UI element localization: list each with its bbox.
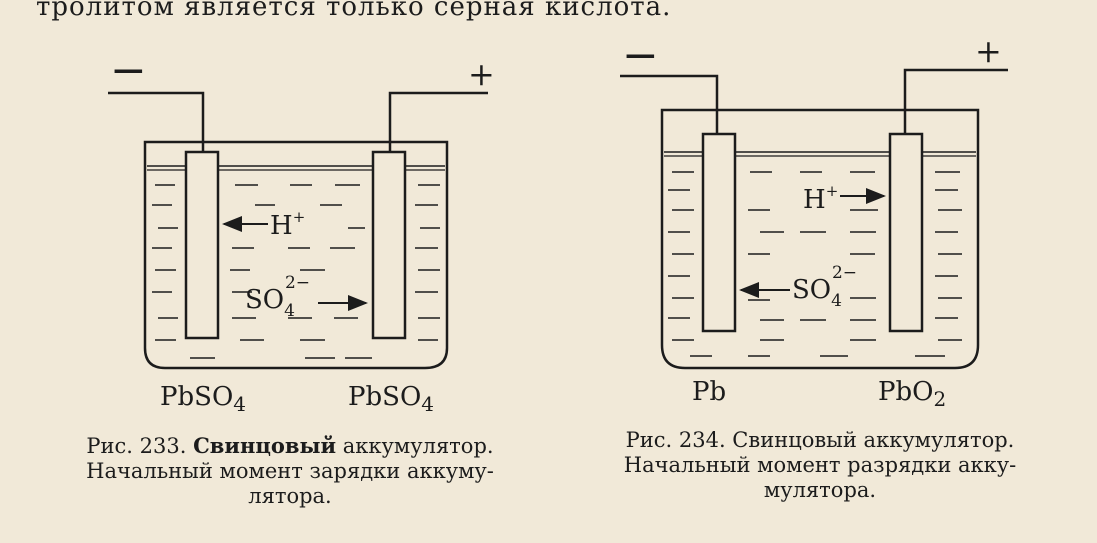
fig2-left-electrode (701, 132, 737, 333)
fig1-plus-sign: + (468, 55, 495, 93)
fig1-caption-prefix: Рис. 233. (86, 434, 187, 458)
fig2-right-electrode-label: PbO2 (878, 377, 946, 411)
fig2-negative-wire (620, 74, 719, 137)
fig2-positive-wire (903, 68, 1008, 137)
fig2-caption-line-2: Начальный момент разрядки акку- (623, 453, 1017, 477)
figure-233-diagram: − + (108, 45, 495, 416)
fig1-negative-wire (108, 91, 205, 155)
fig2-minus-sign: − (622, 30, 659, 81)
fig1-caption-bold: Свинцовый (193, 433, 337, 458)
fig1-sulfate-ion-label: SO42− (245, 273, 310, 321)
fig1-right-electrode (371, 150, 407, 340)
figure-234-diagram: − + (620, 30, 1008, 411)
fig1-caption-line-1: Рис. 233. Свинцовый аккумулятор. (40, 433, 540, 459)
fig1-caption-rest: аккумулятор. (342, 434, 494, 458)
fig2-right-electrode (888, 132, 924, 333)
fig1-caption-line-3: лятора. (248, 484, 332, 508)
figure-233-caption: Рис. 233. Свинцовый аккумулятор. Начальн… (40, 433, 540, 509)
fig2-vessel (660, 108, 980, 370)
fig1-h-ion-label: H+ (270, 208, 305, 241)
top-text-line: тролитом является только серная кислота. (36, 0, 672, 22)
fig1-right-electrode-label: PbSO4 (348, 382, 434, 416)
fig2-caption-line-3: мулятора. (763, 478, 877, 502)
fig1-positive-wire (388, 91, 488, 155)
fig2-plus-sign: + (975, 32, 1002, 70)
fig1-caption-line-2: Начальный момент зарядки аккуму- (86, 459, 494, 483)
fig2-h-ion-label: H+ (803, 182, 838, 215)
fig1-electrolyte-hatching (152, 184, 440, 359)
figure-234-caption: Рис. 234. Свинцовый аккумулятор. Начальн… (570, 428, 1070, 503)
fig2-left-electrode-label: Pb (692, 377, 726, 407)
fig2-caption-line-1: Рис. 234. Свинцовый аккумулятор. (625, 428, 1015, 452)
fig1-vessel (143, 140, 449, 370)
fig2-sulfate-ion-label: SO42− (792, 263, 857, 311)
fig1-minus-sign: − (110, 45, 147, 96)
fig2-electrolyte-hatching (668, 171, 962, 357)
fig1-left-electrode (184, 150, 220, 340)
fig1-left-electrode-label: PbSO4 (160, 382, 246, 416)
